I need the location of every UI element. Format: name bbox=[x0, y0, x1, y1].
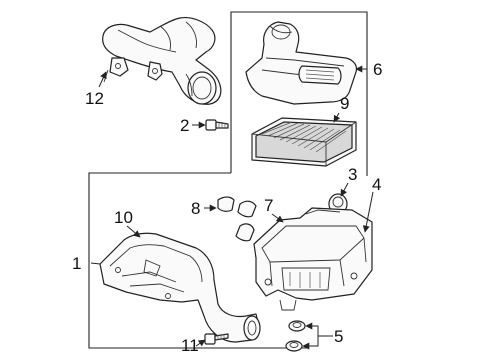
callout-1: 1 bbox=[72, 254, 81, 273]
callout-11: 11 bbox=[181, 336, 199, 355]
callout-12: 12 bbox=[85, 89, 104, 108]
air-filter-element bbox=[251, 117, 357, 167]
air-cleaner-cover bbox=[245, 21, 358, 105]
bolt-11 bbox=[204, 333, 229, 345]
callout-6: 6 bbox=[373, 60, 382, 79]
air-inlet-duct bbox=[102, 17, 222, 105]
retaining-clips bbox=[217, 196, 257, 242]
leader-lines bbox=[90, 65, 374, 350]
callout-4: 4 bbox=[372, 175, 381, 194]
grommet-pair bbox=[285, 320, 306, 352]
callout-9: 9 bbox=[340, 94, 349, 113]
lower-bracket bbox=[88, 172, 307, 349]
callout-7: 7 bbox=[264, 196, 273, 215]
bolt-2 bbox=[205, 119, 229, 131]
callout-3: 3 bbox=[348, 165, 357, 184]
air-cleaner-housing bbox=[253, 207, 373, 311]
callout-5: 5 bbox=[334, 327, 343, 346]
callout-8: 8 bbox=[191, 199, 200, 218]
callout-2: 2 bbox=[180, 116, 189, 135]
upper-bracket bbox=[230, 11, 368, 176]
inlet-tube bbox=[99, 232, 261, 343]
callout-10: 10 bbox=[114, 208, 133, 227]
